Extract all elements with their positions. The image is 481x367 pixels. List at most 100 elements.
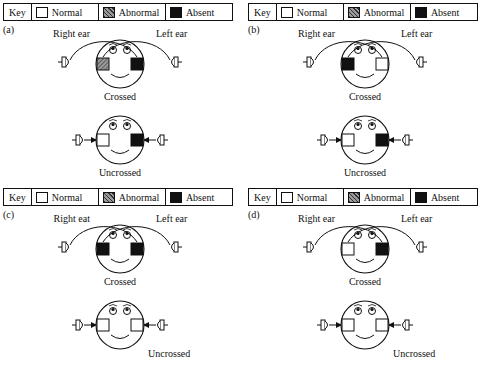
pupil [356,123,359,126]
mouth [356,259,374,263]
legend-entry: Absent [165,189,232,205]
earphone-cord [423,247,427,248]
legend-box: KeyNormalAbnormalAbsent [248,3,478,21]
earphone-cup [172,58,175,66]
crossed-pathway [103,42,170,60]
panel-letter: (a) [3,24,14,36]
earphone-cup [158,136,161,144]
legend-box: KeyNormalAbnormalAbsent [3,3,233,21]
earphone-cup [403,321,406,329]
legend-text: Abnormal [364,7,405,18]
earphone-cup [80,136,83,144]
face-outline [341,225,389,273]
uncrossed-arrow [144,140,156,141]
reflex-square [131,319,143,331]
legend-swatch [415,192,427,203]
face-outline [341,40,389,88]
legend-swatch [415,7,427,18]
eyebrow [354,305,362,307]
ear-label: Right ear [298,213,335,225]
legend-box: KeyNormalAbnormalAbsent [248,188,478,206]
ear-label: Left ear [401,213,432,225]
eyebrow [368,120,376,122]
eyebrow [123,229,131,231]
panel-letter: (d) [248,209,260,221]
legend-swatch [170,7,182,18]
crossed-pathway [70,227,137,245]
face-outline [96,225,144,273]
ear-label: Right eat [54,213,90,225]
eyebrow [109,229,117,231]
earphone-symbol [419,57,423,67]
earphone-cup [325,136,328,144]
earphone-symbol [174,242,178,252]
earphone-cord [178,62,182,63]
reflex-square [97,243,109,255]
mouth [356,335,374,339]
reflex-square [131,58,143,70]
reflex-label: Uncrossed [99,167,141,179]
earphone-symbol [160,320,164,330]
eyebrow [368,44,376,46]
eye [124,308,131,315]
legend-entry: Normal [31,4,98,20]
legend-entry: Absent [165,4,232,20]
reflex-square [131,134,143,146]
face-outline [341,116,389,164]
legend-swatch [281,192,293,203]
legend-text: Normal [52,192,83,203]
reflex-square [342,58,354,70]
earphone-cord [409,325,413,326]
legend-swatch [170,192,182,203]
reflex-square [376,319,388,331]
legend-entry: Abnormal [98,189,165,205]
earphone-symbol [62,242,66,252]
mouth [111,259,129,263]
legend-text: Absent [186,192,214,203]
crossed-pathway [348,42,415,60]
earphone-cup [417,58,420,66]
earphone-symbol [76,320,80,330]
reflex-label: Uncrossed [393,348,435,360]
panel-letter: (b) [248,24,260,36]
legend-entry: Abnormal [343,4,410,20]
uncrossed-arrow [389,140,401,141]
earphone-cord [58,247,62,248]
legend-title: Key [4,189,31,205]
legend-entry: Normal [31,189,98,205]
earphone-cup [417,243,420,251]
uncrossed-arrow [329,140,341,141]
eyebrow [109,44,117,46]
faces [58,40,427,349]
crossed-pathway [103,227,170,245]
panel-letter: (c) [3,209,14,221]
earphone-cup [325,321,328,329]
uncrossed-arrow [84,325,96,326]
legend-text: Abnormal [364,192,405,203]
earphone-symbol [307,242,311,252]
legend-title: Key [249,189,276,205]
reflex-label: Crossed [104,91,136,103]
earphone-symbol [321,320,325,330]
eyebrow [109,305,117,307]
legend-box: Key Normal Abnormal Absent [3,188,233,206]
face-outline [96,301,144,349]
pupil [125,123,128,126]
pupil [370,308,373,311]
earphone-cord [317,325,321,326]
earphone-cord [409,140,413,141]
eyebrow [354,44,362,46]
eyebrow [368,305,376,307]
eye [110,123,117,130]
ear-label: Right ear [53,28,90,40]
pupil [125,308,128,311]
legend-swatch [103,192,115,203]
reflex-label: Crossed [349,91,381,103]
eyebrow [354,229,362,231]
legend-text: Normal [297,192,328,203]
mouth [356,150,374,154]
ear-label: Left ear [156,213,187,225]
legend-text: Normal [52,7,83,18]
